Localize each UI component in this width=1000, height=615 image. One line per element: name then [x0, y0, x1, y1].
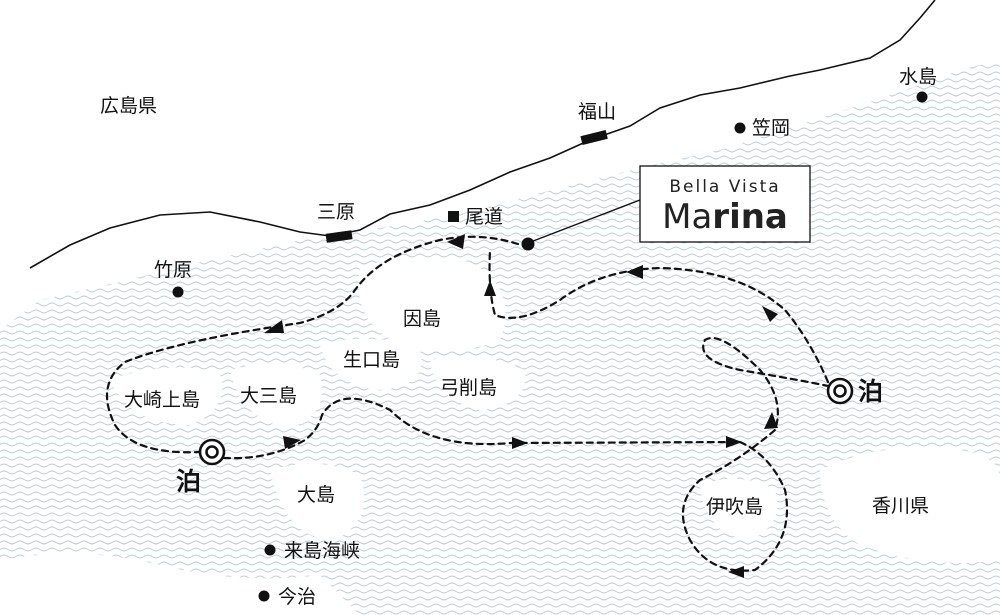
label-fukuyama: 福山: [578, 101, 616, 123]
label-overnight-east: 泊: [858, 377, 883, 406]
arrow-central-east-3: [726, 436, 742, 448]
logo-main-text: Marina: [662, 197, 788, 237]
route-ibuki-loop: [681, 336, 830, 572]
logo-frame: [639, 165, 811, 243]
island-omishima: [230, 363, 322, 428]
logo-main-light: Ma: [662, 197, 712, 237]
route-west-loop: [105, 235, 520, 454]
label-omishima: 大三島: [240, 385, 297, 407]
arrow-east-up: [762, 306, 778, 322]
arrow-central-east-1: [283, 436, 301, 449]
mizushima-dot: [916, 91, 928, 103]
arrow-north-leg: [264, 320, 284, 333]
overnight-east-icon: [826, 377, 854, 405]
island-yugeshima: [430, 356, 526, 410]
arrow-central-east-2: [512, 437, 528, 449]
kasaoka-dot: [734, 122, 746, 134]
onomichi-marker: [448, 211, 459, 222]
mainland-coastline: [29, 0, 936, 269]
marina-logo: Bella Vista Marina: [639, 165, 811, 243]
station-fukuyama-marker: [580, 129, 608, 145]
label-imabari: 今治: [278, 586, 316, 608]
station-mihara-marker: [325, 230, 353, 243]
island-ibukijima: [700, 478, 778, 540]
label-osakikamijima: 大崎上島: [124, 389, 200, 411]
overnight-west-icon: [198, 438, 226, 466]
label-onomichi: 尾道: [465, 206, 503, 228]
logo-top-text: Bella Vista: [669, 177, 780, 197]
kurushima-dot: [264, 544, 276, 556]
island-innoshima: [358, 257, 506, 352]
label-yugeshima: 弓削島: [440, 377, 497, 399]
island-shikoku-west: [0, 553, 360, 615]
label-mihara: 三原: [317, 201, 355, 223]
arrow-return-north: [484, 280, 496, 296]
label-ibukijima: 伊吹島: [706, 496, 763, 518]
label-hiroshima-pref: 広島県: [100, 95, 157, 117]
label-innoshima: 因島: [403, 308, 441, 330]
label-kurushima-strait: 来島海峡: [284, 540, 360, 562]
island-kagawa: [820, 447, 1000, 563]
marina-location-dot: [521, 237, 535, 251]
label-mizushima: 水島: [899, 66, 937, 88]
label-oshima: 大島: [297, 484, 335, 506]
label-kagawa-pref: 香川県: [872, 495, 929, 517]
arrow-ibuki-loop: [728, 566, 744, 578]
label-ikuchijima: 生口島: [343, 349, 400, 371]
coast-spur: [527, 199, 641, 244]
label-overnight-west: 泊: [176, 467, 201, 496]
island-osakikamijima: [110, 367, 222, 425]
route-east-return: [488, 248, 830, 384]
island-ikuchijima: [320, 338, 422, 390]
imabari-dot: [258, 590, 270, 602]
label-takehara: 竹原: [154, 259, 192, 281]
arrow-east-west: [626, 265, 643, 279]
island-oshima: [270, 463, 365, 540]
label-kasaoka: 笠岡: [752, 117, 790, 139]
islands: [0, 257, 1000, 615]
arrow-onomichi-west: [447, 234, 465, 249]
arrow-ibuki-north: [764, 412, 778, 429]
route-central: [222, 397, 742, 460]
logo-main-bold: rina: [712, 197, 788, 237]
takehara-dot: [172, 286, 184, 298]
